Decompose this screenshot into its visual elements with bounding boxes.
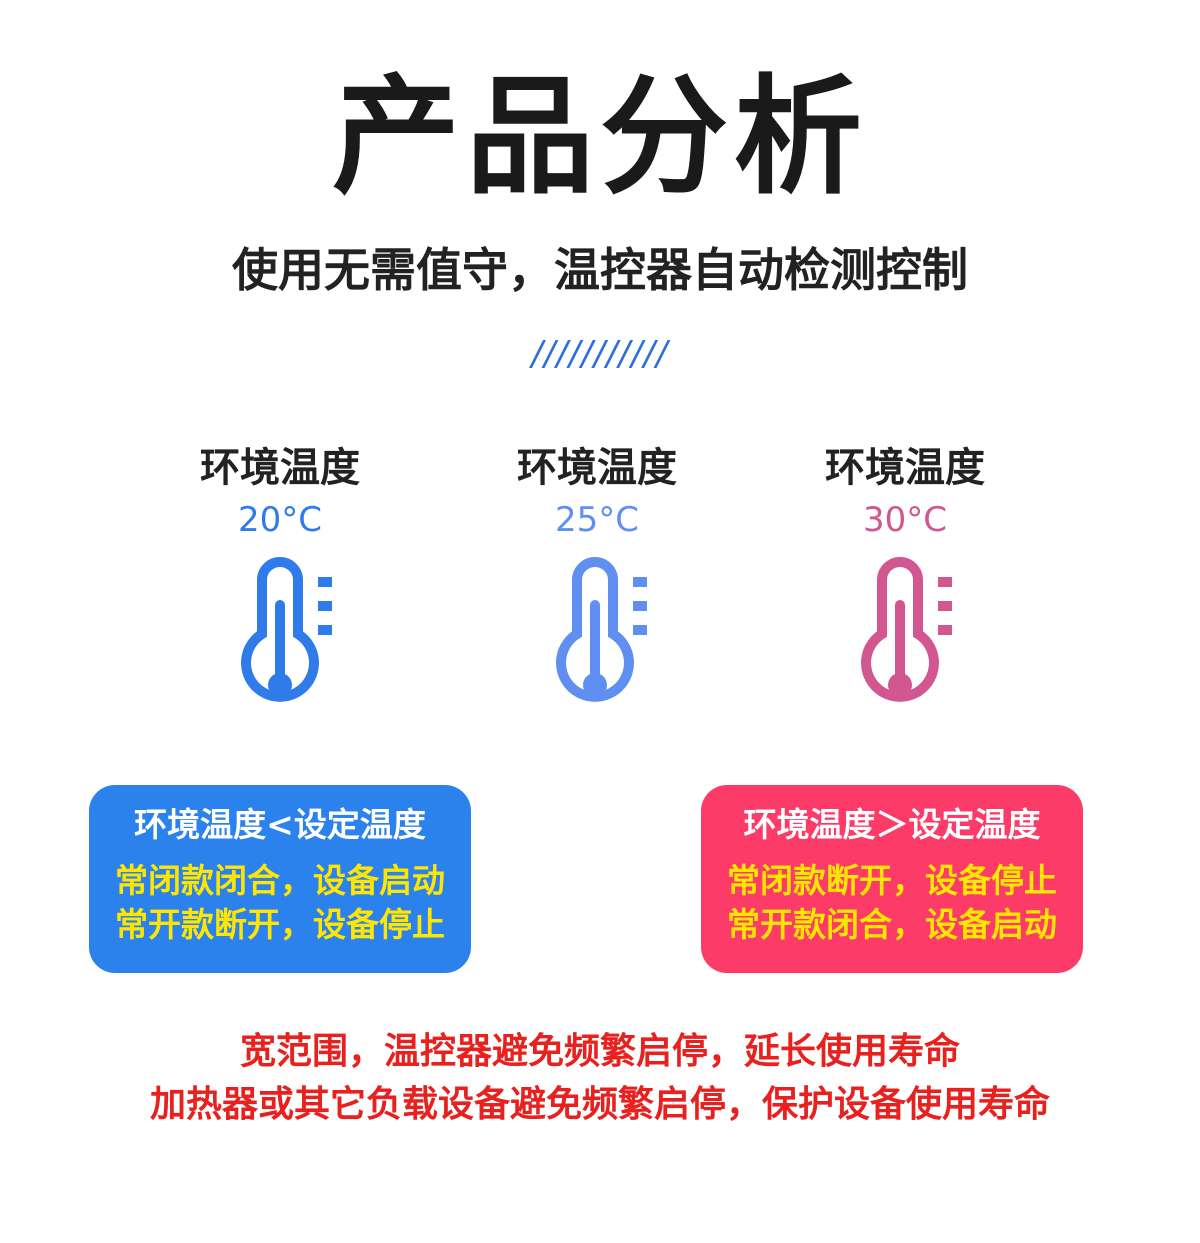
thermometer-icon <box>861 557 952 702</box>
thermometer-icon <box>556 557 647 702</box>
below-setpoint-line-2: 常开款断开，设备停止 <box>115 905 445 944</box>
above-setpoint-line-1: 常闭款断开，设备停止 <box>727 861 1057 900</box>
env-temp-label-3: 环境温度 <box>825 445 985 491</box>
slash-divider: /////////// <box>531 334 669 374</box>
page-title: 产品分析 <box>331 63 868 212</box>
above-setpoint-line-2: 常开款闭合，设备启动 <box>727 905 1057 944</box>
thermometer-icon <box>241 557 332 702</box>
env-temp-value-2: 25°C <box>554 500 639 540</box>
below-setpoint-line-1: 常闭款闭合，设备启动 <box>115 861 445 900</box>
benefit-note-2: 加热器或其它负载设备避免频繁启停，保护设备使用寿命 <box>149 1084 1050 1125</box>
above-setpoint-heading: 环境温度＞设定温度 <box>743 805 1041 844</box>
below-setpoint-heading: 环境温度<设定温度 <box>134 805 426 844</box>
temperature-timeline <box>116 557 1084 702</box>
above-setpoint-box: 环境温度＞设定温度 常闭款断开，设备停止 常开款闭合，设备启动 <box>701 785 1083 973</box>
env-temp-label-1: 环境温度 <box>200 445 360 491</box>
env-temp-label-2: 环境温度 <box>517 445 677 491</box>
below-setpoint-box: 环境温度<设定温度 常闭款闭合，设备启动 常开款断开，设备停止 <box>89 785 471 973</box>
env-temp-value-1: 20°C <box>237 500 322 540</box>
benefit-note-1: 宽范围，温控器避免频繁启停，延长使用寿命 <box>239 1031 960 1072</box>
env-temp-value-3: 30°C <box>862 500 947 540</box>
page-subtitle: 使用无需值守，温控器自动检测控制 <box>232 243 968 297</box>
